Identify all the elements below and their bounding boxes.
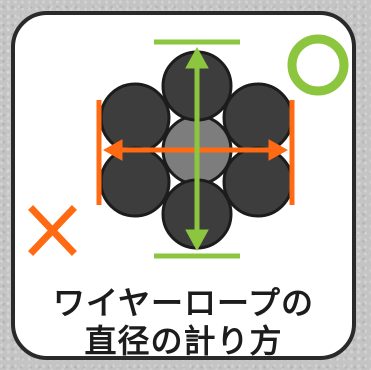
strand-upper-right (222, 82, 294, 154)
strand-lower-right (222, 146, 294, 218)
caption-line-1: ワイヤーロープの (52, 284, 315, 322)
caption-line-2: 直径の計り方 (84, 322, 283, 360)
strand-lower-left (99, 146, 171, 218)
strand-upper-left (99, 82, 171, 154)
circle-icon (287, 34, 349, 96)
correct-measurement (154, 39, 240, 259)
cross-icon (28, 205, 77, 256)
